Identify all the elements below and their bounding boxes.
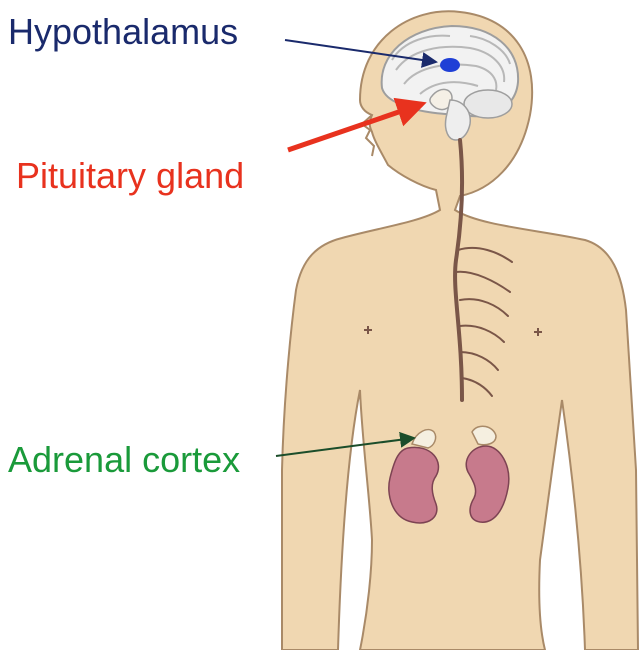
- nipple-right: [534, 328, 542, 336]
- hypothalamus-arrow: [284, 39, 438, 68]
- spinal-nerve: [453, 138, 465, 402]
- brain-folds: [391, 34, 511, 95]
- adrenal-arrow: [275, 431, 416, 457]
- adrenal-gland-right: [471, 425, 497, 446]
- hypothalamus-label: Hypothalamus: [8, 11, 239, 52]
- pituitary-arrow: [287, 97, 427, 153]
- nerve-branches: [455, 246, 513, 397]
- hypothalamus-spot: [440, 58, 460, 72]
- cerebellum: [463, 89, 513, 119]
- pituitary-gland-label: Pituitary gland: [16, 155, 245, 196]
- kidney-left: [388, 446, 440, 524]
- adrenal-cortex-label: Adrenal cortex: [8, 439, 241, 480]
- kidney-right: [465, 445, 510, 523]
- pituitary-gland: [429, 88, 453, 111]
- brainstem: [444, 99, 471, 141]
- nipple-left: [364, 326, 372, 334]
- adrenal-gland-left: [411, 428, 437, 449]
